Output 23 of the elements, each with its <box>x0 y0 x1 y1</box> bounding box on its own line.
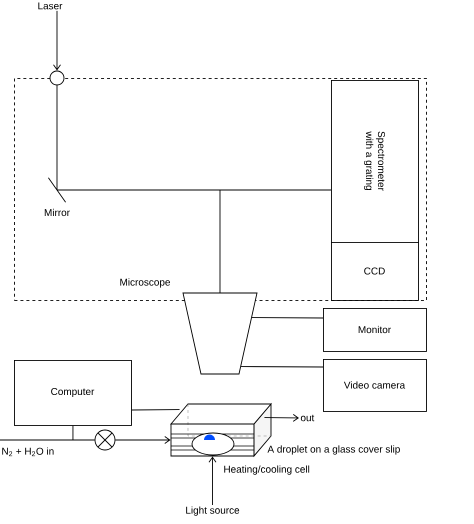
text-label: Laser <box>38 2 62 10</box>
connector-line <box>251 317 324 318</box>
annotation-label: A droplet on a glass cover slip <box>267 445 400 455</box>
arrow <box>264 414 299 422</box>
connector-line <box>131 409 180 410</box>
lens-circle <box>50 70 64 86</box>
mirror <box>48 177 66 203</box>
connector-line <box>240 366 324 368</box>
arrow <box>208 456 216 506</box>
device-box: Monitor <box>323 308 427 352</box>
device-box: Video camera <box>323 359 427 412</box>
device-box: Computer <box>14 360 132 426</box>
text-label: N$_{2}$ + H$_{2}$O in <box>2 447 54 456</box>
annotation-label: Heating/cooling cell <box>224 465 310 475</box>
connector-line <box>56 85 58 190</box>
device-box: CCD <box>331 242 419 301</box>
text-label: Light source <box>186 506 240 516</box>
connector-line <box>56 190 220 293</box>
text-label: out <box>300 414 314 422</box>
valve-symbol <box>94 430 116 450</box>
arrow <box>115 436 171 444</box>
mirror-label: Mirror <box>44 208 70 216</box>
arrow <box>53 10 61 71</box>
